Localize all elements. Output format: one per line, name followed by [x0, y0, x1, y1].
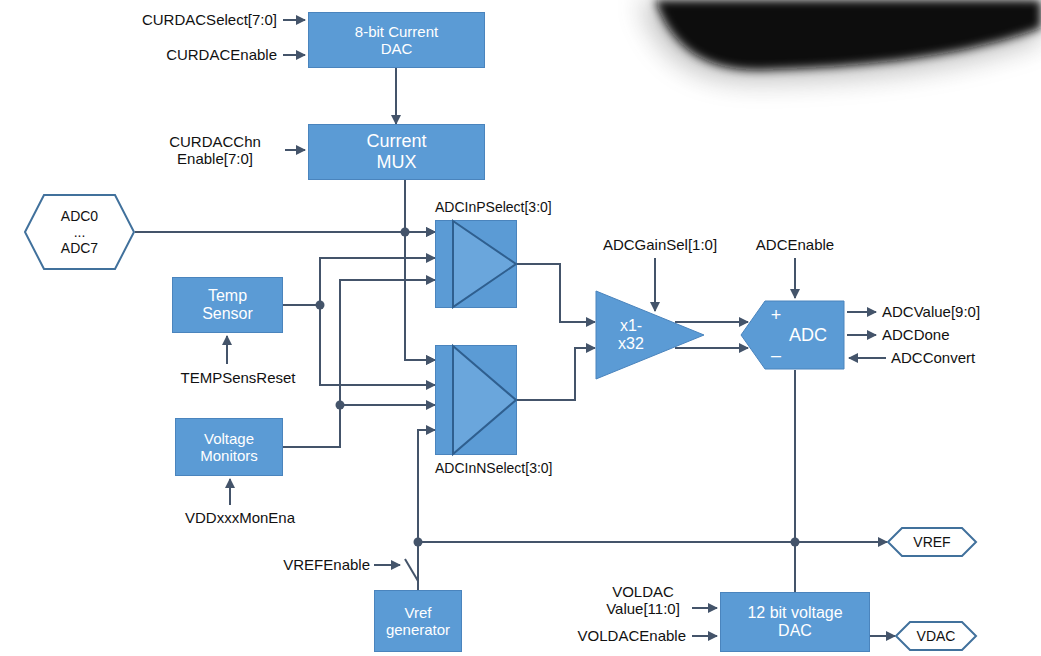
port-hexagon: VREF [887, 527, 977, 557]
port-name: VDAC [917, 628, 956, 644]
signal-name: ADCEnable [756, 236, 834, 253]
select-signal-label: ADCInPSelect[3:0] [435, 199, 552, 215]
signal-name: VREFEnable [283, 556, 370, 573]
signal-arrow [847, 334, 876, 336]
signal-wire [405, 180, 435, 232]
signal-arrow [654, 258, 656, 311]
signal-wire [283, 258, 435, 305]
signal-wire [517, 348, 595, 400]
mux-body [436, 221, 517, 308]
gain-amplifier: x1- x32 [595, 290, 705, 380]
signal-wire [283, 305, 435, 385]
port-hexagon: VDAC [895, 621, 977, 651]
signal-wire [283, 405, 435, 447]
select-signal-label: ADCInNSelect[3:0] [435, 460, 553, 476]
block-label: 8-bit Current DAC [347, 23, 447, 58]
signal-arrow [285, 149, 305, 151]
signal-arrow [847, 311, 876, 313]
input-multiplexer: ADCInPSelect[3:0] [435, 220, 517, 308]
block-label: + [771, 305, 782, 326]
amp-outline [595, 290, 705, 380]
chip-photo-halo [640, 0, 1041, 82]
signal-wire [418, 430, 435, 590]
signal-wire [135, 232, 435, 360]
block-label: Current MUX [352, 131, 442, 172]
signal-wire [418, 542, 795, 592]
dac-block: 12 bit voltage DAC [720, 592, 870, 652]
port-hexagon: ADC0 ... ADC7 [24, 194, 135, 270]
block-label: – [771, 345, 781, 366]
signal-arrow [226, 336, 228, 364]
signal-arrow [283, 19, 305, 21]
mux-chevron [453, 346, 516, 454]
block-label: Temp Sensor [193, 287, 263, 324]
signal-wire [675, 321, 748, 323]
mux-chevron [453, 221, 516, 307]
switch-blade [405, 559, 418, 581]
signal-name: CURDACEnable [166, 46, 277, 63]
monitor-block: Voltage Monitors [175, 418, 283, 476]
signal-arrow [229, 479, 231, 505]
port-name: ADC0 ... ADC7 [58, 208, 102, 256]
signal-name: VOLDAC Value[11:0] [593, 583, 693, 618]
triangle-shape [596, 291, 704, 379]
mux-body [436, 346, 517, 455]
signal-name: CURDACSelect[7:0] [142, 11, 277, 28]
signal-wire [517, 264, 595, 322]
block-label: Voltage Monitors [189, 430, 269, 465]
block-label: x1- x32 [614, 317, 648, 354]
reference-block: Vref generator [374, 590, 462, 652]
signal-name: VDDxxxMonEna [185, 509, 295, 526]
signal-wire [283, 280, 435, 447]
hexagon-shape [896, 622, 976, 650]
signal-name: ADCValue[9:0] [882, 303, 980, 320]
signal-name: ADCConvert [891, 349, 975, 366]
signal-arrow [794, 258, 796, 298]
signal-name: TEMPSensReset [180, 369, 295, 386]
signal-name: ADCDone [882, 326, 950, 343]
sensor-block: Temp Sensor [172, 277, 283, 333]
signal-arrow [692, 635, 717, 637]
adc-block: + ADC– [740, 300, 845, 370]
hexagon-shape [888, 528, 976, 556]
signal-wire [870, 635, 895, 637]
hexagon-shape [25, 195, 134, 269]
block-label: Vref generator [382, 604, 454, 639]
signal-wire [405, 180, 435, 360]
signal-arrow [849, 357, 886, 359]
port-name: VREF [913, 534, 950, 550]
signal-name: ADCGainSel[1:0] [603, 236, 717, 253]
mux-outline [435, 220, 517, 308]
signal-wire [395, 68, 397, 124]
signal-name: CURDACChn Enable[7:0] [150, 133, 280, 168]
block-label: ADC [789, 325, 827, 346]
signal-arrow [692, 607, 717, 609]
signal-arrow [374, 564, 400, 566]
input-multiplexer: ADCInNSelect[3:0] [435, 345, 517, 455]
signal-name: VOLDACEnable [578, 627, 686, 644]
block-label: 12 bit voltage DAC [745, 604, 845, 641]
signal-arrow [283, 54, 305, 56]
mux-block: Current MUX [308, 124, 485, 180]
pentagon-shape [741, 301, 844, 369]
mux-outline [435, 345, 517, 455]
chip-photo [655, 0, 1041, 70]
signal-wire [675, 347, 748, 349]
dac-block: 8-bit Current DAC [308, 12, 485, 68]
